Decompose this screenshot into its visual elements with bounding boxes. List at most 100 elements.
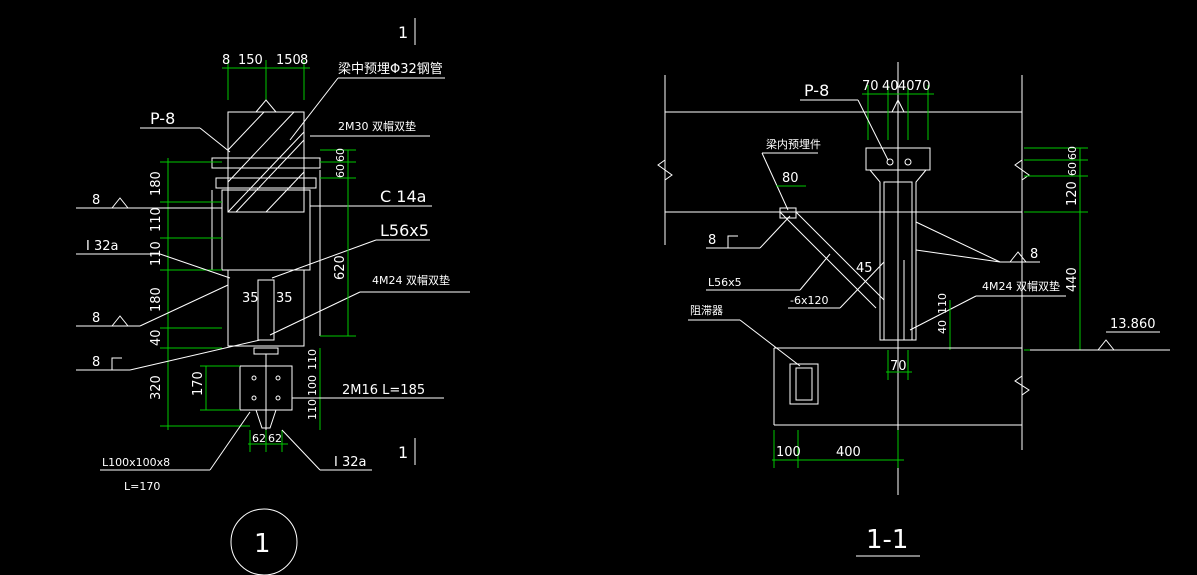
right-top-dim-2: 40 [882, 79, 899, 94]
beam-break-mark [255, 99, 277, 113]
right-section-view: 70 40 40 70 P-8 梁内预埋件 80 45 8 [657, 62, 1170, 557]
beam-left-label: I 32a [86, 239, 118, 254]
bottom-angle-leader [209, 411, 251, 471]
elev-symbol [1097, 339, 1115, 351]
weld-a-label: 8 [92, 193, 100, 208]
weld-c-symbol [111, 357, 122, 371]
beam-right-break [1014, 159, 1030, 181]
right-inner-dim-2: 110 [936, 293, 949, 314]
damper-box [789, 363, 819, 405]
right-dims-1: 60 [1066, 146, 1079, 160]
right-dim-3: 620 [333, 255, 348, 280]
bolt-hole-1 [251, 375, 257, 381]
right-bolt-label: 4M24 双帽双垫 [982, 279, 1060, 293]
right-bolt-leader [909, 295, 977, 331]
bolt-mid-leader [269, 291, 361, 336]
bolt-plate-lower [215, 177, 317, 189]
left-dim-1: 180 [149, 171, 164, 196]
right-weld2-leader [915, 221, 1001, 263]
bottom-dim-2: 62 [268, 432, 282, 445]
left-elevation-view: 1 8 150 150 8 梁中预埋Φ32钢管 P-8 2M30 双帽双垫 [76, 18, 470, 575]
weld-c-label: 8 [92, 355, 100, 370]
bolt-hole-4 [275, 395, 281, 401]
top-dim-1: 8 [222, 53, 230, 68]
damper-inner [795, 367, 813, 401]
right-weld-leader [759, 215, 791, 249]
elev-label: 13.860 [1110, 317, 1156, 332]
embed-bolt-1 [886, 158, 894, 166]
right-inner-dim-1: 40 [936, 320, 949, 334]
right-weld2-leader-b [915, 249, 1001, 263]
left-lower-dim: 170 [191, 371, 206, 396]
left-plate-leader [199, 127, 231, 153]
lower-dim-3: 110 [306, 399, 319, 420]
weld-c-leader [129, 339, 261, 371]
weld-b-label: 8 [92, 311, 100, 326]
bolt-hole-3 [251, 395, 257, 401]
bottom-dim-1: 62 [252, 432, 266, 445]
bottom-connection-plate [239, 365, 293, 411]
section-mark-bottom-label: 1 [398, 443, 408, 462]
beam-right-label: I 32a [334, 455, 366, 470]
right-top-dim-1: 70 [862, 79, 879, 94]
inner-dim-left: 35 [242, 291, 259, 306]
right-bottom-dim-2: 400 [836, 445, 861, 460]
bolt-plate-top [211, 157, 321, 169]
left-plate-label: P-8 [150, 109, 175, 128]
inner-dim-right: 35 [276, 291, 293, 306]
brace-line-1 [779, 211, 877, 309]
plate2-leader [839, 261, 885, 309]
lower-box [227, 269, 305, 347]
right-weld-label: 8 [708, 233, 716, 248]
embed-leader [761, 152, 789, 211]
right-dims-2: 60 [1066, 162, 1079, 176]
left-dim-5: 40 [149, 329, 164, 346]
bolt-bottom-label: 2M16 L=185 [342, 383, 425, 398]
bottom-angle-label-a: L100x100x8 [102, 456, 170, 469]
top-dim-4: 8 [300, 53, 308, 68]
lower-stiffener [257, 279, 275, 341]
right-plate-label: P-8 [804, 81, 829, 100]
left-dim-6: 320 [149, 375, 164, 400]
right-weld2-symbol [1009, 251, 1027, 263]
detail-number: 1 [254, 529, 271, 559]
concrete-hatch [227, 111, 305, 213]
weld-b-symbol [111, 315, 129, 327]
pipe-leader [289, 77, 339, 141]
brace-line-2 [795, 211, 885, 301]
right-beam-break-mark [891, 98, 905, 113]
right-plate-leader [857, 99, 889, 161]
right-angle-leader [799, 253, 831, 291]
beam-left-break [657, 159, 673, 181]
damper-label: 阻滞器 [690, 304, 723, 317]
embed-label: 梁内预埋件 [766, 137, 821, 151]
bolt-hole-2 [275, 375, 281, 381]
channel-label: C 14a [380, 187, 426, 206]
bottom-beam-tail [255, 409, 277, 429]
angle-brace-label: L56x5 [380, 221, 429, 240]
inner-bottom-dim: 70 [890, 359, 907, 374]
beam-left-leader [159, 253, 231, 279]
plate2-label: -6x120 [790, 294, 828, 307]
right-dims-3: 120 [1065, 181, 1080, 206]
right-angle-label: L56x5 [708, 276, 742, 289]
embed-plate [865, 147, 931, 171]
bolt-top-label: 2M30 双帽双垫 [338, 119, 416, 133]
detail-circle [230, 508, 298, 575]
left-dim-2: 110 [149, 207, 164, 232]
right-dims-4: 440 [1065, 267, 1080, 292]
damper-leader [739, 319, 801, 367]
right-top-dim-4: 70 [914, 79, 931, 94]
embed-bolt-2 [904, 158, 912, 166]
lower-beam-break [1014, 375, 1030, 396]
bolt-mid-label: 4M24 双帽双垫 [372, 273, 450, 287]
right-dim-2: 60 [334, 164, 347, 178]
pipe-label: 梁中预埋Φ32钢管 [338, 62, 443, 77]
lower-dim-1: 110 [306, 349, 319, 370]
angle-brace-leader [271, 239, 377, 279]
brace-angle: 45 [856, 261, 873, 276]
right-weld2-label: 8 [1030, 247, 1038, 262]
right-weld-symbol [727, 235, 738, 249]
top-dim-2: 150 [238, 53, 263, 68]
